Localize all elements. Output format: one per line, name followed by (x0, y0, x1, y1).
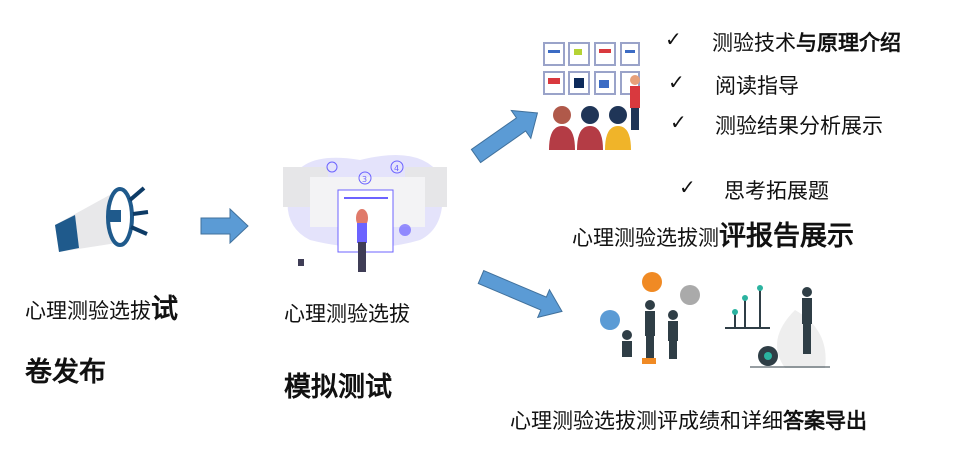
export-title-normal: 心理测验选拔测评成绩和详细 (510, 409, 783, 433)
report-title: 心理测验选拔测评报告展示 (572, 214, 854, 253)
step1-title-line2: 卷发布 (25, 357, 106, 388)
results-analysis-illustration (600, 272, 830, 368)
export-title-bold: 答案导出 (783, 409, 867, 433)
step1-title-normal: 心理测验选拔 (25, 299, 151, 323)
arrow-down-right-icon (477, 269, 563, 319)
check-icon: ✓ (665, 27, 682, 51)
report-item-1-normal: 测验技术 (712, 31, 796, 55)
online-test-illustration: 3 4 (283, 155, 447, 272)
report-item-1-bold: 与原理介绍 (796, 31, 901, 55)
step-number-4: 4 (394, 164, 399, 173)
check-icon: ✓ (668, 70, 685, 94)
step1-title-bold: 试 (151, 294, 178, 325)
megaphone-icon (55, 186, 149, 252)
arrow-right-icon (200, 208, 249, 244)
step-number-3: 3 (362, 175, 367, 184)
report-item-2: 阅读指导 (715, 74, 799, 98)
step2-title-line1: 心理测验选拔 (284, 302, 410, 326)
check-icon: ✓ (679, 175, 696, 199)
step2-title-line2: 模拟测试 (284, 372, 392, 403)
check-icon: ✓ (670, 110, 687, 134)
report-title-normal: 心理测验选拔测 (572, 226, 719, 250)
report-title-bold: 评报告展示 (719, 221, 854, 252)
report-item-4: 思考拓展题 (724, 179, 829, 203)
step1-title: 心理测验选拔试 (25, 287, 178, 326)
report-item-1: 测验技术与原理介绍 (712, 27, 901, 57)
export-title: 心理测验选拔测评成绩和详细答案导出 (510, 405, 867, 435)
presentation-illustration (543, 42, 640, 150)
report-item-3: 测验结果分析展示 (715, 114, 883, 138)
arrow-up-right-icon (470, 109, 539, 164)
